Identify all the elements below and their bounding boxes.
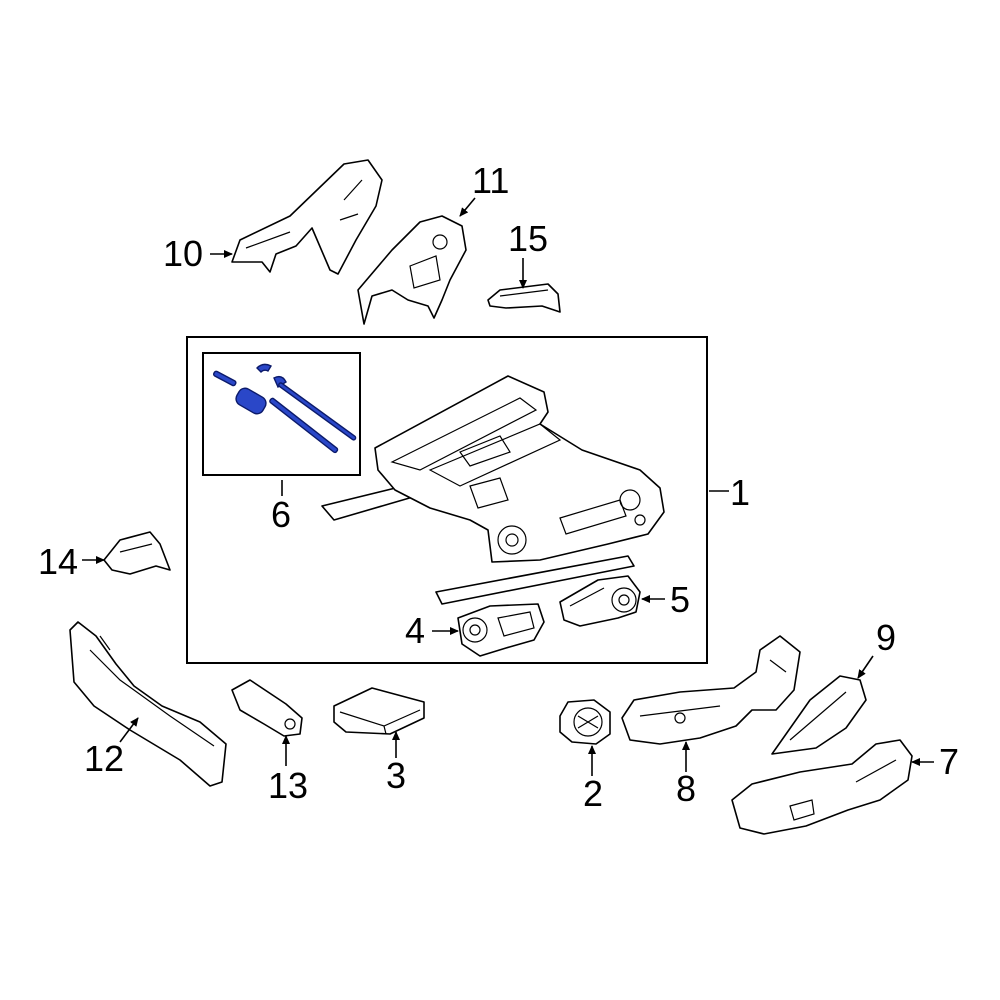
part-6-rods[interactable] <box>213 363 357 454</box>
part-1-seat-frame[interactable] <box>321 375 665 605</box>
part-7-cover[interactable] <box>731 739 913 835</box>
inset-box-6 <box>202 352 361 476</box>
part-12-trim[interactable] <box>69 621 227 787</box>
part-9-cover[interactable] <box>771 675 867 755</box>
callout-1: 1 <box>730 472 750 513</box>
callout-9: 9 <box>876 617 896 658</box>
callout-13: 13 <box>268 765 308 806</box>
part-14-clip[interactable] <box>103 531 171 575</box>
part-8-panel[interactable] <box>621 635 801 745</box>
seat-frame-box <box>186 336 708 664</box>
part-4-motor[interactable] <box>457 603 545 657</box>
part-5-motor[interactable] <box>559 575 641 627</box>
callout-11: 11 <box>472 160 509 201</box>
callout-12: 12 <box>84 738 124 779</box>
callout-6: 6 <box>271 494 291 535</box>
part-3-module[interactable] <box>333 687 425 735</box>
callout-3: 3 <box>386 755 406 796</box>
callout-2: 2 <box>583 773 603 814</box>
callout-4: 4 <box>405 610 425 651</box>
callout-5: 5 <box>670 579 690 620</box>
callout-14: 14 <box>38 541 78 582</box>
part-2-switch[interactable] <box>559 699 611 745</box>
part-10-cover[interactable] <box>231 159 383 275</box>
part-13-bracket[interactable] <box>231 679 303 737</box>
part-11-cover[interactable] <box>357 215 467 325</box>
leader-lines <box>82 197 934 776</box>
callout-10: 10 <box>163 233 203 274</box>
part-15-clip[interactable] <box>487 283 561 313</box>
callout-15: 15 <box>508 218 548 259</box>
callout-7: 7 <box>939 741 959 782</box>
callout-numbers: 1 2 3 4 5 6 7 8 9 10 11 12 13 14 15 <box>38 160 959 814</box>
callout-8: 8 <box>676 768 696 809</box>
